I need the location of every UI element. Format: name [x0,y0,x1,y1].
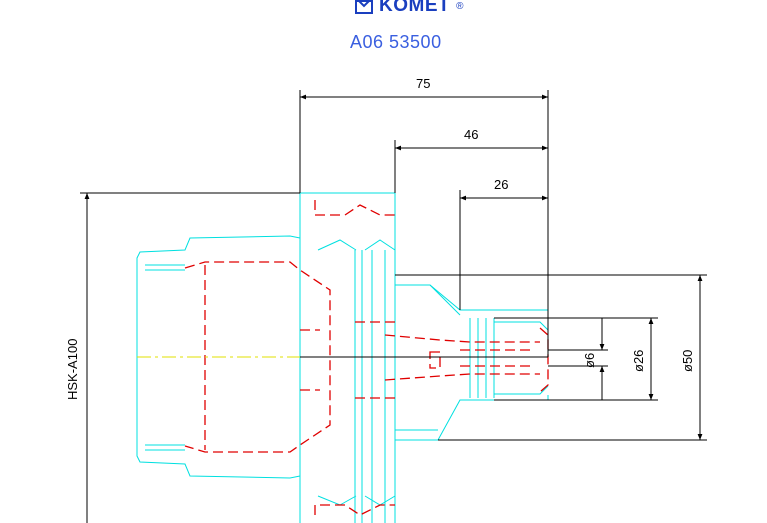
part-number: A06 53500 [350,32,442,52]
dim-dia-body: ø50 [680,350,695,372]
dim-dia-nose: ø26 [631,350,646,372]
part-outline [136,192,549,523]
dimension-lines [80,90,707,523]
dim-length-mid: 46 [464,127,478,142]
dim-interface: HSK-A100 [65,339,80,400]
dim-length-overall: 75 [416,76,430,91]
dim-length-short: 26 [494,177,508,192]
komet-logo-icon [355,0,373,14]
dim-dia-bore: ø6 [582,353,597,368]
brand-logo: KOMET ® [355,0,463,18]
registered-mark: ® [456,0,464,12]
brand-name: KOMET [379,0,451,16]
